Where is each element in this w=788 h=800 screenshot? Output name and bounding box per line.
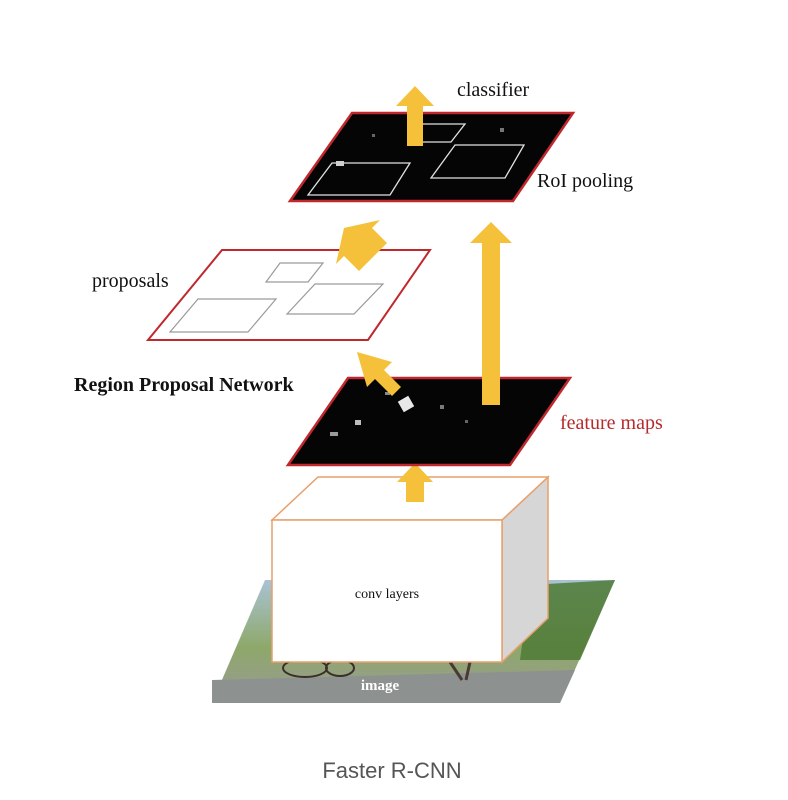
arrow-roi-to-classifier: [396, 86, 434, 146]
arrow-feature-maps-to-roi: [470, 222, 512, 405]
proposal-box-small: [264, 262, 325, 283]
conv-layers-block: conv layers: [270, 475, 550, 664]
roi-box-right: [429, 144, 526, 179]
proposal-box-right: [285, 283, 385, 315]
arrow-conv-to-feature-maps: [397, 463, 433, 502]
proposals-label: proposals: [92, 270, 169, 292]
caption: Faster R-CNN: [322, 758, 461, 783]
roi-pooling-plane: [287, 111, 576, 203]
arrow-proposals-to-roi-shape: [336, 220, 387, 271]
classifier-label: classifier: [457, 79, 530, 101]
roi-box-left: [306, 162, 412, 196]
roi-pooling-label: RoI pooling: [537, 170, 633, 192]
conv-layers-label: conv layers: [355, 587, 419, 602]
arrow-rpn-to-proposals: [357, 352, 401, 396]
proposals-plane: [145, 249, 432, 341]
feature-maps-label: feature maps: [560, 412, 663, 434]
feature-maps-plane: [285, 376, 573, 467]
proposal-box-left: [168, 298, 278, 333]
image-label: image: [361, 678, 400, 694]
rpn-label: Region Proposal Network: [74, 374, 294, 396]
